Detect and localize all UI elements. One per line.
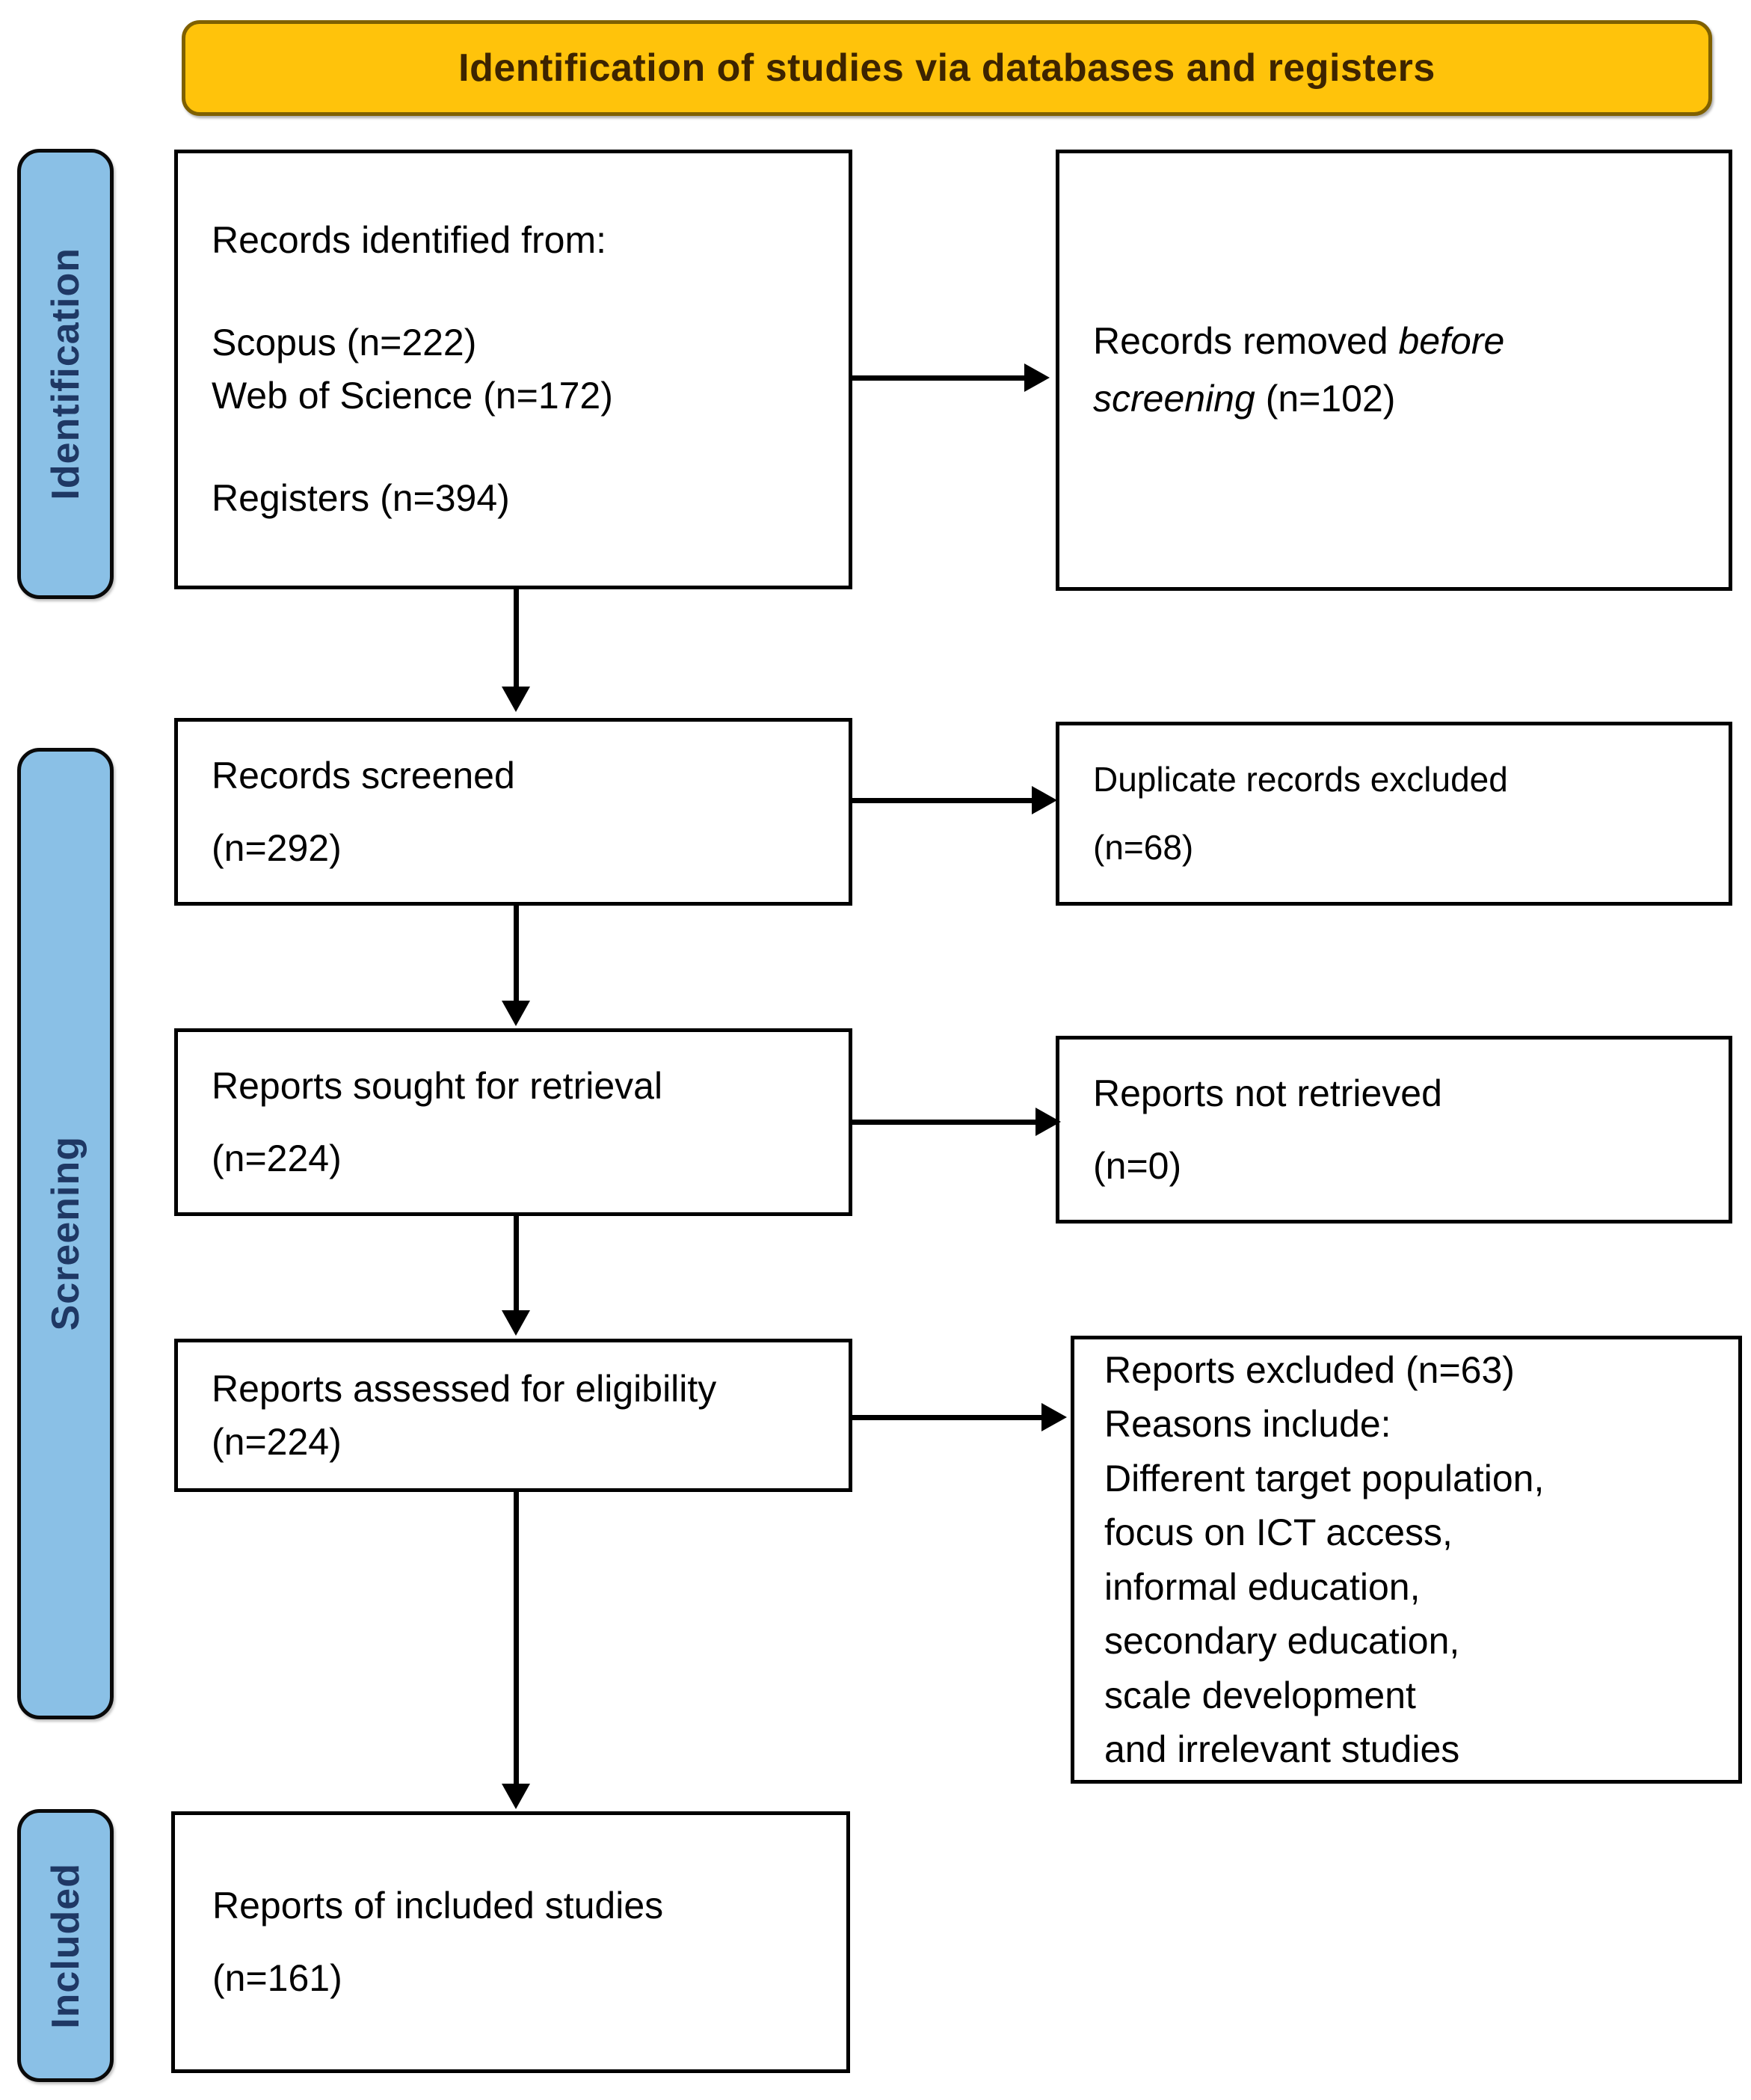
- stage-bar-identification: Identification: [17, 149, 114, 599]
- not-retrieved-title: Reports not retrieved: [1093, 1072, 1442, 1114]
- not-retrieved-count: (n=0): [1093, 1144, 1182, 1187]
- flow-box-reports-included: Reports of included studies (n=161): [171, 1811, 850, 2073]
- records-screened-title: Records screened: [212, 754, 515, 796]
- reports-excluded-line: informal education,: [1104, 1565, 1421, 1608]
- down-arrow-icon: [502, 1310, 530, 1336]
- records-removed-text: Records removed before screening (n=102): [1093, 313, 1616, 429]
- records-identified-scopus: Scopus (n=222): [212, 322, 477, 363]
- right-arrow-icon: [1035, 1108, 1061, 1136]
- reports-assessed-count: (n=224): [212, 1420, 342, 1463]
- reports-included-count: (n=161): [212, 1957, 342, 1999]
- down-arrow-icon: [502, 687, 530, 712]
- down-arrow-icon: [502, 1784, 530, 1809]
- duplicates-count: (n=68): [1093, 828, 1194, 867]
- flow-box-reports-assessed: Reports assessed for eligibility (n=224): [174, 1339, 852, 1492]
- records-identified-heading: Records identified from:: [212, 219, 607, 261]
- reports-excluded-line: Reasons include:: [1104, 1403, 1391, 1445]
- reports-excluded-line: focus on ICT access,: [1104, 1511, 1453, 1553]
- flow-box-reports-not-retrieved: Reports not retrieved (n=0): [1056, 1036, 1732, 1224]
- arrow-line: [852, 1415, 1041, 1420]
- title-banner: Identification of studies via databases …: [182, 20, 1712, 116]
- flow-box-records-removed: Records removed before screening (n=102): [1056, 150, 1732, 591]
- records-removed-italic: before screening: [1093, 319, 1505, 420]
- spacer: [212, 423, 822, 472]
- arrow-line: [849, 375, 1024, 381]
- arrow-line: [514, 1492, 519, 1784]
- arrow-line: [514, 589, 519, 687]
- arrow-line: [852, 798, 1032, 803]
- records-identified-registers: Registers (n=394): [212, 477, 510, 519]
- flow-box-reports-excluded: Reports excluded (n=63) Reasons include:…: [1071, 1336, 1742, 1784]
- right-arrow-icon: [1041, 1403, 1067, 1431]
- flow-box-duplicate-records-excluded: Duplicate records excluded (n=68): [1056, 722, 1732, 906]
- stage-label-screening: Screening: [43, 1136, 87, 1331]
- arrow-line: [514, 906, 519, 1001]
- flow-box-records-identified: Records identified from: Scopus (n=222) …: [174, 150, 852, 589]
- stage-bar-included: Included: [17, 1809, 114, 2082]
- arrow-line: [852, 1120, 1035, 1125]
- stage-label-included: Included: [43, 1862, 87, 2029]
- flow-box-reports-sought: Reports sought for retrieval (n=224): [174, 1028, 852, 1216]
- reports-excluded-line: Reports excluded (n=63): [1104, 1348, 1515, 1391]
- records-screened-count: (n=292): [212, 826, 342, 869]
- stage-label-identification: Identification: [43, 248, 87, 500]
- records-removed-pre: Records removed: [1093, 319, 1399, 362]
- title-banner-label: Identification of studies via databases …: [458, 46, 1435, 90]
- reports-sought-count: (n=224): [212, 1137, 342, 1179]
- flow-box-records-screened: Records screened (n=292): [174, 718, 852, 906]
- records-removed-post: (n=102): [1255, 378, 1396, 420]
- right-arrow-icon: [1032, 786, 1057, 814]
- spacer: [212, 267, 822, 316]
- right-arrow-icon: [1024, 363, 1050, 392]
- stage-bar-screening: Screening: [17, 748, 114, 1719]
- reports-excluded-line: Different target population,: [1104, 1457, 1545, 1499]
- reports-included-title: Reports of included studies: [212, 1885, 664, 1926]
- reports-excluded-line: secondary education,: [1104, 1620, 1460, 1662]
- down-arrow-icon: [502, 1001, 530, 1026]
- records-identified-web-of-science: Web of Science (n=172): [212, 375, 613, 417]
- reports-excluded-line: and irrelevant studies: [1104, 1728, 1460, 1770]
- reports-excluded-line: scale development: [1104, 1674, 1416, 1716]
- reports-assessed-title: Reports assessed for eligibility: [212, 1367, 717, 1410]
- reports-sought-title: Reports sought for retrieval: [212, 1064, 663, 1107]
- duplicates-title: Duplicate records excluded: [1093, 759, 1508, 799]
- arrow-line: [514, 1216, 519, 1310]
